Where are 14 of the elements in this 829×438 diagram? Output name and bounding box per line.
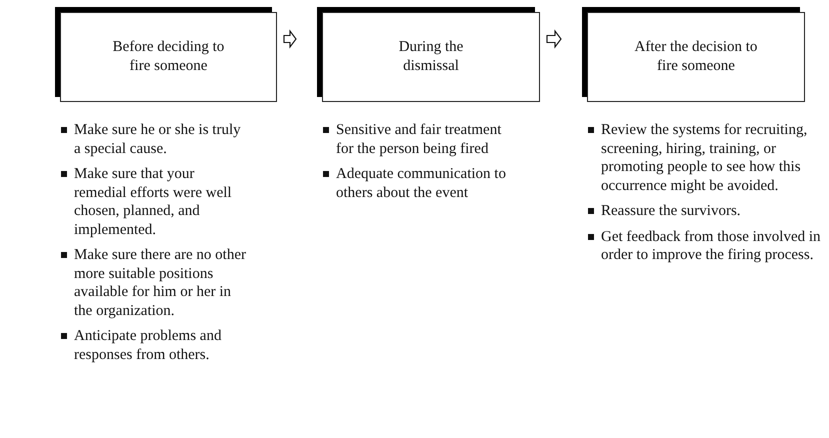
arrow [283, 29, 297, 49]
stage-title: During the dismissal [398, 38, 464, 76]
bullet-text: Sensitive and fair treatment for the person being fired [336, 122, 502, 156]
stage-title: Before deciding to fire someone [112, 38, 226, 76]
bullet-text: Review the systems for recruiting, screening, hiring, training, or promoting people to see how this occurrence might be avoided. [601, 122, 808, 194]
stage-title: After the decision to fire someone [634, 38, 758, 76]
bullet-text: Make sure there are no other more suitable positions available for him or her in the organization. [74, 247, 246, 318]
bullet-text: Make sure that your remedial efforts were well chosen, planned, and implemented. [74, 166, 232, 238]
arrow [546, 29, 562, 49]
bullet-text: Get feedback from those involved in order to improve the firing process. [601, 228, 821, 263]
bullet-text: Anticipate problems and responses from others. [74, 328, 222, 362]
bullet-text: Reassure the survivors. [601, 203, 741, 219]
bullet-text: Adequate communication to others about the event [336, 166, 506, 200]
bullet-text: Make sure he or she is truly a special cause. [74, 122, 241, 156]
